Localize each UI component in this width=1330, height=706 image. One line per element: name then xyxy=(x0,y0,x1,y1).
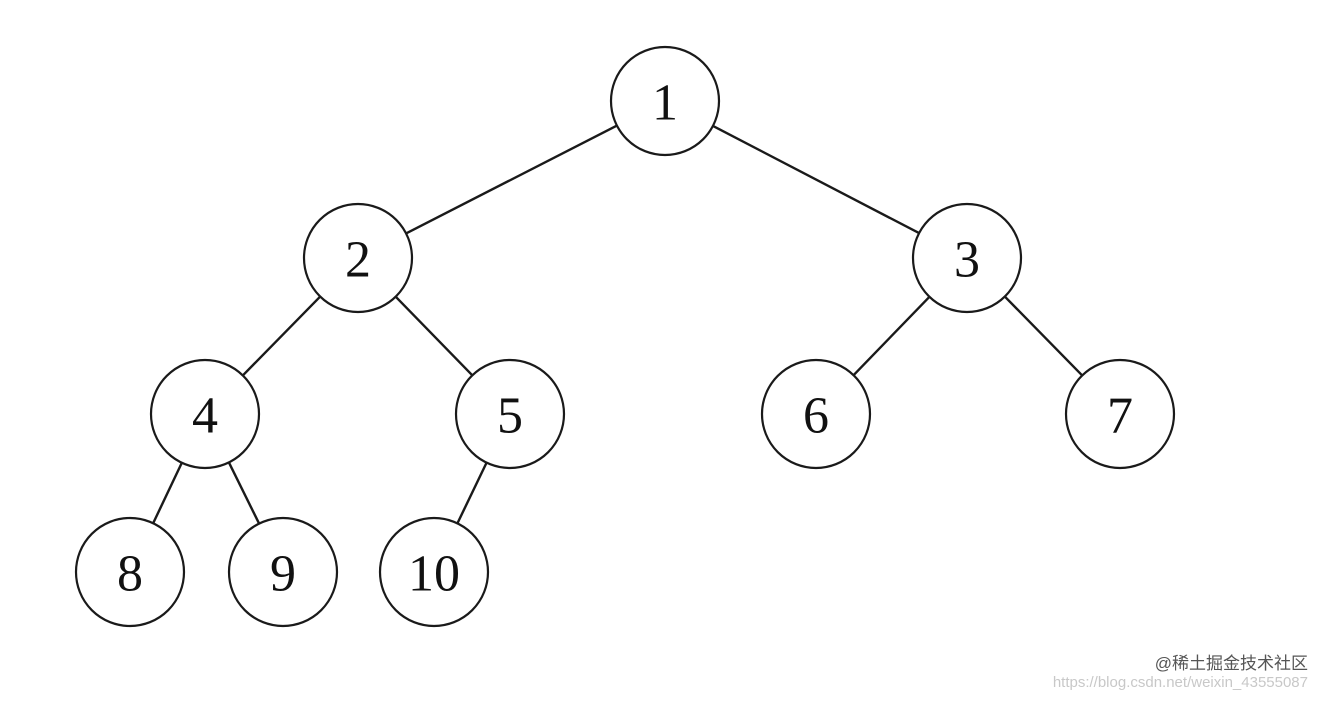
tree-node-9: 9 xyxy=(227,516,339,628)
node-circle-10 xyxy=(378,516,490,628)
nodes-layer: 1 2 3 4 5 6 7 8 9 10 xyxy=(74,45,1176,628)
node-label-9: 9 xyxy=(270,546,296,603)
edge-4-8 xyxy=(152,462,183,524)
node-circle-2 xyxy=(302,202,414,314)
tree-node-7: 7 xyxy=(1064,358,1176,470)
node-label-4: 4 xyxy=(192,388,218,445)
edges-layer xyxy=(152,124,1084,525)
node-circle-9 xyxy=(227,516,339,628)
tree-node-1: 1 xyxy=(609,45,721,157)
tree-node-3: 3 xyxy=(911,202,1023,314)
watermark-url: https://blog.csdn.net/weixin_43555087 xyxy=(1052,674,1308,691)
node-label-7: 7 xyxy=(1107,388,1133,445)
edge-1-3 xyxy=(712,124,920,235)
tree-node-8: 8 xyxy=(74,516,186,628)
watermark: @稀土掘金技术社区 https://blog.csdn.net/weixin_4… xyxy=(1053,654,1308,692)
edge-5-10 xyxy=(456,462,488,524)
node-label-3: 3 xyxy=(954,232,980,289)
edge-4-9 xyxy=(227,461,261,525)
node-circle-8 xyxy=(74,516,186,628)
node-circle-5 xyxy=(454,358,566,470)
tree-node-4: 4 xyxy=(149,358,261,470)
node-label-1: 1 xyxy=(652,75,678,132)
node-label-10: 10 xyxy=(408,546,460,603)
edge-3-6 xyxy=(852,295,931,377)
node-circle-1 xyxy=(609,45,721,157)
tree-node-5: 5 xyxy=(454,358,566,470)
watermark-site: @稀土掘金技术社区 xyxy=(1154,654,1308,673)
node-label-5: 5 xyxy=(497,388,523,445)
edge-1-2 xyxy=(405,124,618,235)
node-circle-6 xyxy=(760,358,872,470)
tree-node-10: 10 xyxy=(378,516,490,628)
node-circle-4 xyxy=(149,358,261,470)
node-label-8: 8 xyxy=(117,546,143,603)
edge-2-4 xyxy=(241,295,322,377)
node-label-6: 6 xyxy=(803,388,829,445)
tree-node-2: 2 xyxy=(302,202,414,314)
node-circle-7 xyxy=(1064,358,1176,470)
node-label-2: 2 xyxy=(345,232,371,289)
tree-node-6: 6 xyxy=(760,358,872,470)
node-circle-3 xyxy=(911,202,1023,314)
edge-3-7 xyxy=(1003,295,1084,377)
edge-2-5 xyxy=(394,295,474,377)
